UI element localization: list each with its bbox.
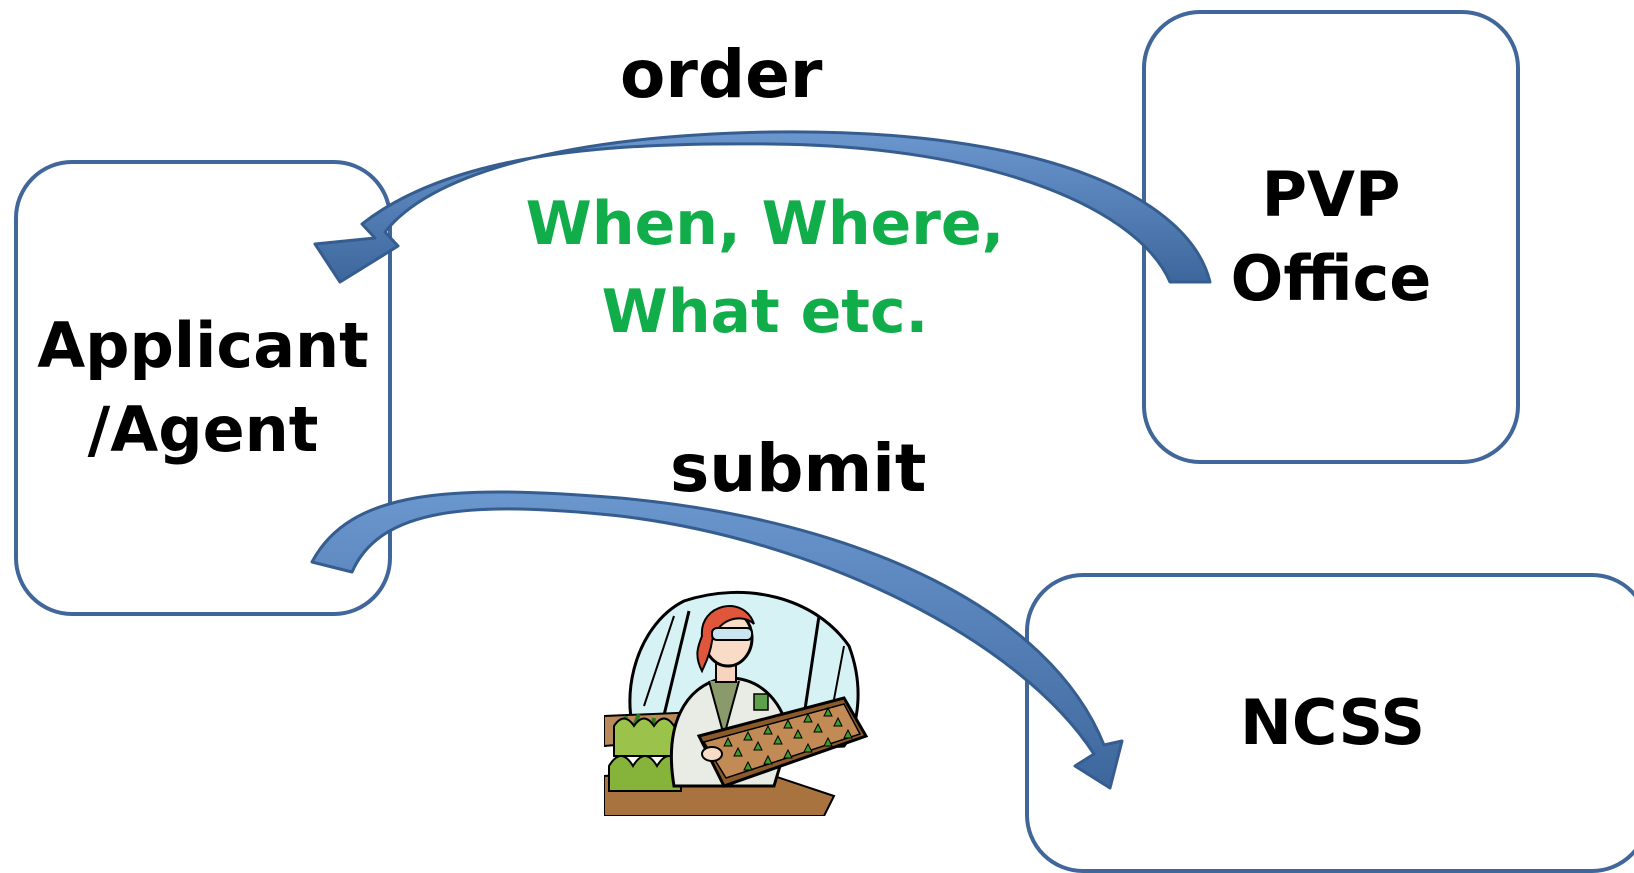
pvp-office-box: PVP Office [1142, 10, 1520, 464]
order-label: order [620, 36, 823, 113]
flow-arrows [310, 130, 1212, 790]
submit-label: submit [670, 430, 927, 507]
order-arrow-icon [313, 130, 1212, 284]
submit-arrow-icon [310, 490, 1124, 790]
when-where-what-label: When, Where, What etc. [525, 189, 1005, 347]
ncss-label: NCSS [1239, 686, 1426, 759]
woman-with-seedling-tray-icon [604, 590, 869, 816]
pvp-office-label: PVP Office [1230, 158, 1432, 315]
applicant-agent-box: Applicant /Agent [14, 160, 392, 616]
applicant-agent-label: Applicant /Agent [37, 309, 369, 466]
ncss-box: NCSS [1025, 573, 1634, 873]
